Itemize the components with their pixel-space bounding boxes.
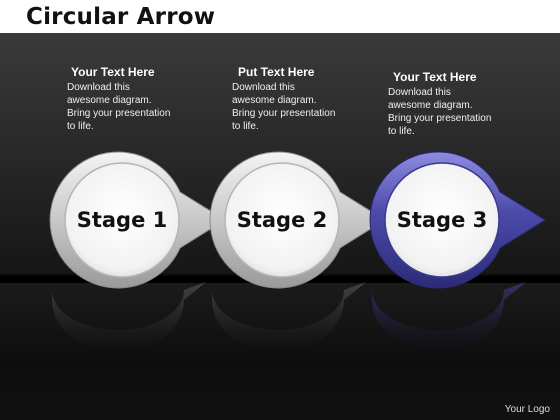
text-block-2: Put Text Here Download this awesome diag…	[232, 65, 362, 133]
stage-2-reflection	[212, 282, 366, 352]
stage-1-reflection	[52, 282, 206, 352]
stage-1-inner-circle	[64, 162, 180, 278]
text-block-heading: Put Text Here	[238, 65, 315, 79]
reflections	[52, 282, 526, 352]
stage-3-shape: Stage 3	[369, 151, 546, 289]
text-block-heading: Your Text Here	[393, 70, 477, 84]
stage-3-reflection	[372, 282, 526, 352]
stage-3-inner-circle	[384, 162, 500, 278]
text-block-heading: Your Text Here	[71, 65, 155, 79]
text-block-body: Download this awesome diagram. Bring you…	[388, 87, 492, 137]
stage-1-label: Stage 1	[77, 208, 168, 232]
stage-3-label: Stage 3	[397, 208, 488, 232]
stage-2-shape: Stage 2	[209, 151, 386, 289]
footer-logo-text: Your Logo	[504, 404, 550, 415]
slide-title: Circular Arrow	[26, 4, 216, 30]
text-block-body: Download this awesome diagram. Bring you…	[67, 82, 171, 132]
stage-2-label: Stage 2	[237, 208, 328, 232]
text-block-body: Download this awesome diagram. Bring you…	[232, 82, 336, 132]
title-bar: Circular Arrow	[0, 0, 560, 33]
text-block-3: Your Text Here Download this awesome dia…	[388, 70, 518, 138]
stage-2-inner-circle	[224, 162, 340, 278]
stage-1-shape: Stage 1	[49, 151, 226, 289]
text-block-1: Your Text Here Download this awesome dia…	[67, 65, 197, 133]
